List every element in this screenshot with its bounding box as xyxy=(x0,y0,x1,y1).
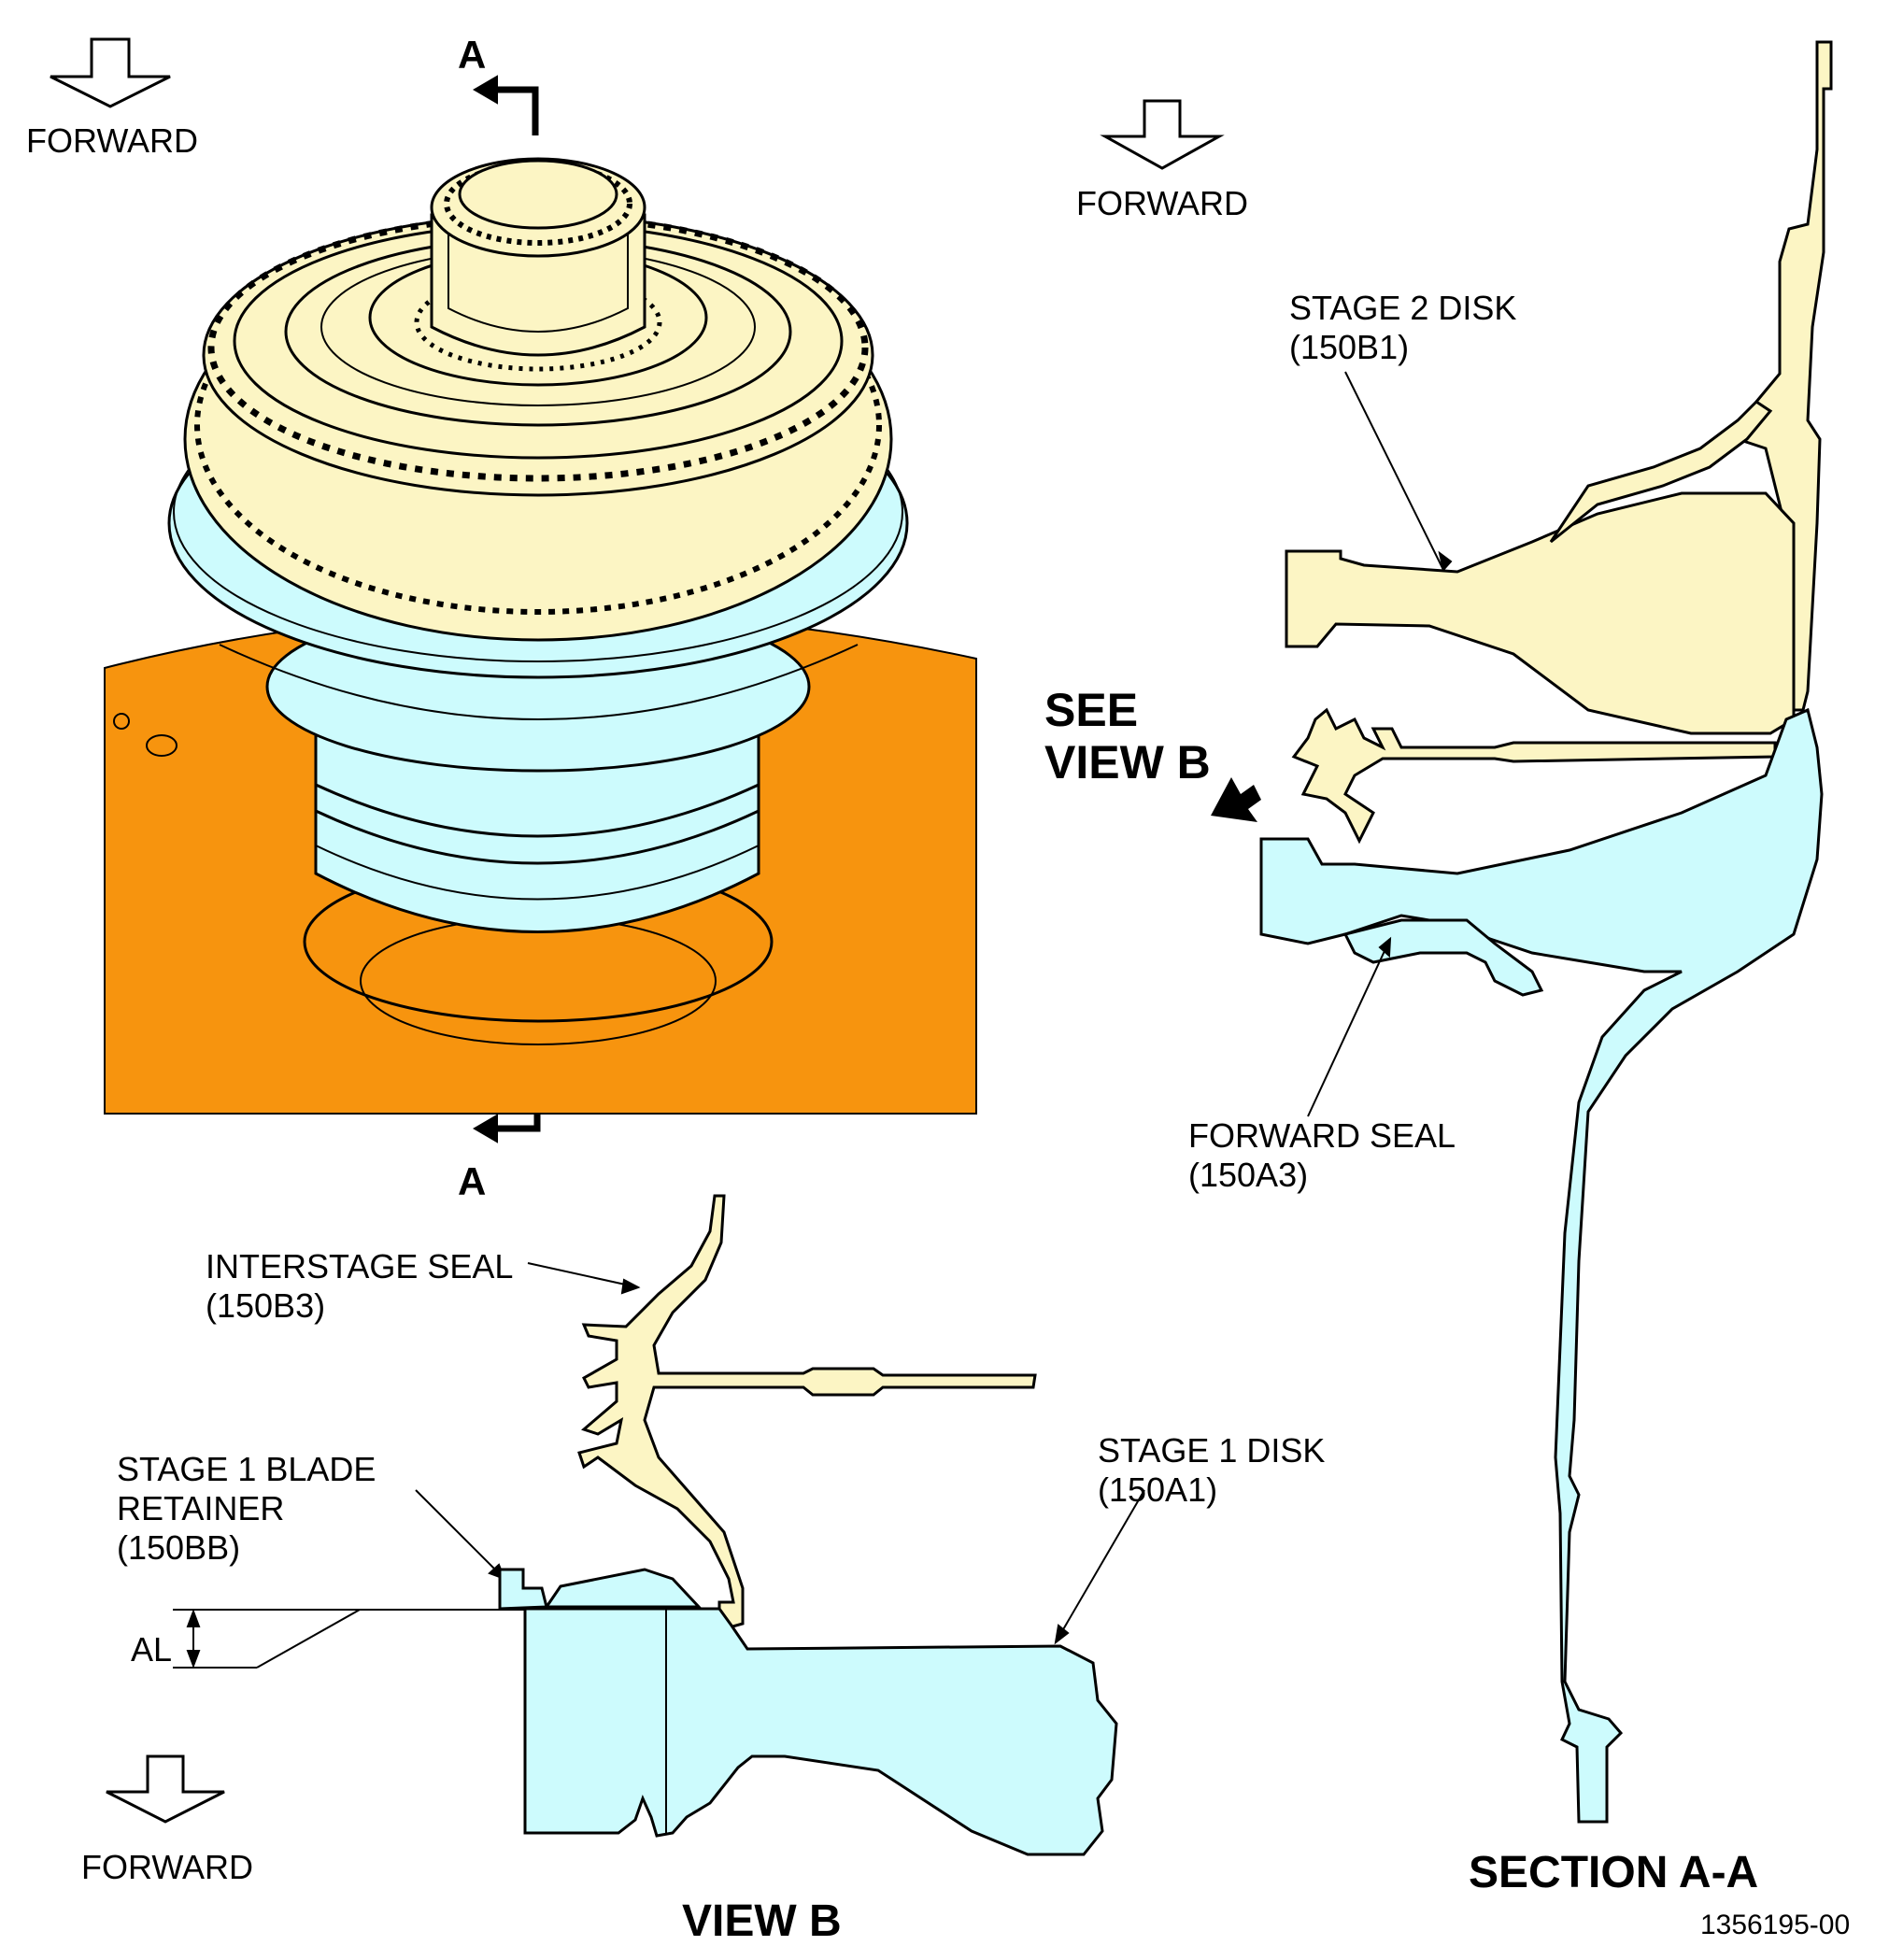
view-b-interstage-seal xyxy=(577,1194,1037,1632)
forward-label-bottom-left: FORWARD xyxy=(81,1848,253,1886)
forward-arrow-icon-top-right xyxy=(1100,99,1225,170)
al-dimension xyxy=(173,1609,525,1669)
section-stage2-disk xyxy=(1285,40,1833,845)
interstage-seal-label: INTERSTAGE SEAL (150B3) xyxy=(206,1247,514,1325)
leader-stage2-disk xyxy=(1344,371,1444,571)
fixture-hole xyxy=(113,713,130,730)
leader-interstage-seal xyxy=(527,1262,639,1288)
leader-stage1-disk xyxy=(1055,1489,1145,1643)
fixture-hole xyxy=(146,734,178,757)
stage2-disk-assembly xyxy=(183,157,893,642)
section-cut-label-top: A xyxy=(458,33,487,77)
forward-label-top-right: FORWARD xyxy=(1076,184,1248,222)
al-dimension-label: AL xyxy=(131,1630,173,1669)
see-view-b-label: SEE VIEW B xyxy=(1044,684,1211,788)
view-b-stage1-disk xyxy=(498,1568,1118,1856)
forward-label-top-left: FORWARD xyxy=(26,121,198,160)
forward-arrow-icon-top-left xyxy=(50,37,171,108)
see-view-b-pointer-icon xyxy=(1211,777,1261,822)
section-stage1-disk xyxy=(1259,707,1824,1824)
section-arrow-icon-top xyxy=(473,75,539,135)
leader-forward-seal xyxy=(1307,938,1391,1117)
stage2-disk-label: STAGE 2 DISK (150B1) xyxy=(1289,289,1517,366)
stage1-disk-label: STAGE 1 DISK (150A1) xyxy=(1098,1431,1326,1509)
forward-seal-label: FORWARD SEAL (150A3) xyxy=(1188,1116,1456,1194)
leader-blade-retainer xyxy=(415,1489,505,1580)
stage1-blade-retainer-label: STAGE 1 BLADE RETAINER (150BB) xyxy=(117,1450,376,1567)
forward-arrow-icon-bottom-left xyxy=(106,1754,225,1824)
section-cut-label-bottom: A xyxy=(458,1159,487,1203)
figure-number: 1356195-00 xyxy=(1700,1910,1851,1940)
view-b-title: VIEW B xyxy=(682,1896,842,1946)
section-a-a-title: SECTION A-A xyxy=(1469,1848,1759,1897)
